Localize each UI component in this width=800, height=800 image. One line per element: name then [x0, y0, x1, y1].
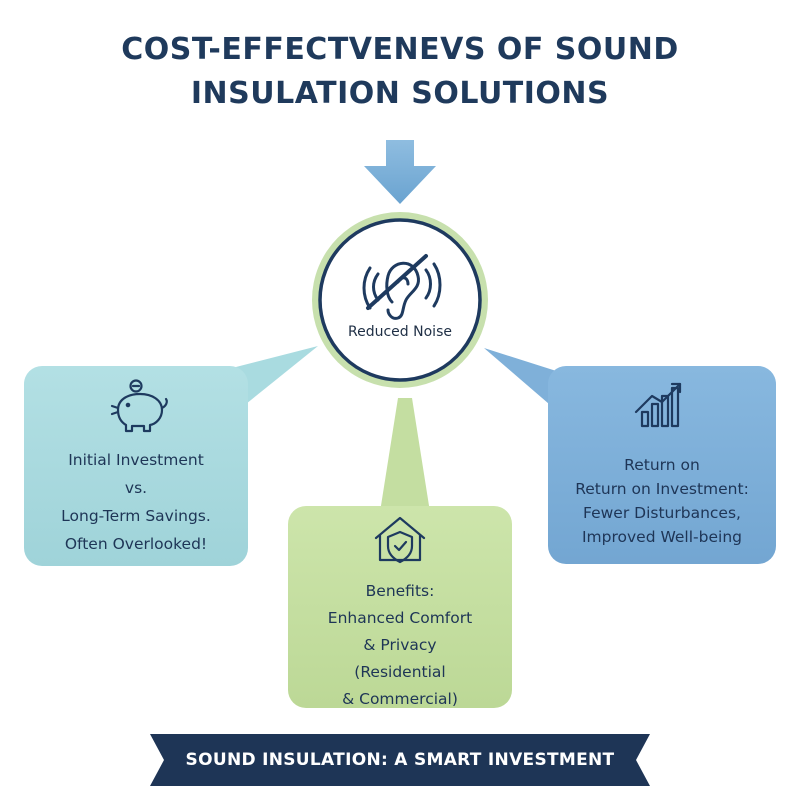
- hub-circle: [312, 212, 488, 388]
- right-card-line: Improved Well-being: [581, 528, 742, 546]
- left-card-line: Initial Investment: [68, 451, 204, 469]
- house-shield-icon: [374, 516, 426, 564]
- middle-card-line: & Privacy: [363, 636, 437, 654]
- page-title: COST-EFFECTVENEVS OF SOUND INSULATION SO…: [0, 28, 800, 116]
- middle-card-text: Benefits: Enhanced Comfort & Privacy (Re…: [290, 578, 510, 713]
- banner-label: SOUND INSULATION: A SMART INVESTMENT: [185, 750, 615, 770]
- right-card-line: Fewer Disturbances,: [583, 504, 741, 522]
- middle-card-line: Enhanced Comfort: [327, 609, 473, 627]
- middle-card-line: (Residential: [354, 663, 446, 681]
- left-card-text: Initial Investment vs. Long-Term Savings…: [26, 446, 246, 558]
- right-card-line: Return on Investment:: [575, 480, 749, 498]
- left-card-line: Long-Term Savings.: [61, 507, 211, 525]
- right-card-line: Return on: [624, 456, 700, 474]
- growth-chart-icon: [634, 382, 682, 428]
- middle-card: [288, 398, 512, 708]
- hub-label: Reduced Noise: [348, 324, 452, 340]
- right-card-text: Return on Return on Investment: Fewer Di…: [548, 453, 776, 549]
- banner-ribbon: [150, 734, 650, 786]
- left-card-line: Often Overlooked!: [64, 535, 208, 553]
- right-card: [484, 348, 776, 564]
- left-card-line: vs.: [124, 479, 148, 497]
- title-line-1: COST-EFFECTVENEVS OF SOUND: [121, 32, 679, 67]
- left-card: [24, 346, 318, 566]
- ear-muted-icon: [362, 254, 442, 320]
- piggy-bank-icon: [110, 379, 168, 433]
- title-line-2: INSULATION SOLUTIONS: [190, 76, 610, 111]
- middle-card-line: Benefits:: [365, 582, 435, 600]
- down-arrow: [364, 140, 436, 204]
- middle-card-line: & Commercial): [342, 690, 458, 708]
